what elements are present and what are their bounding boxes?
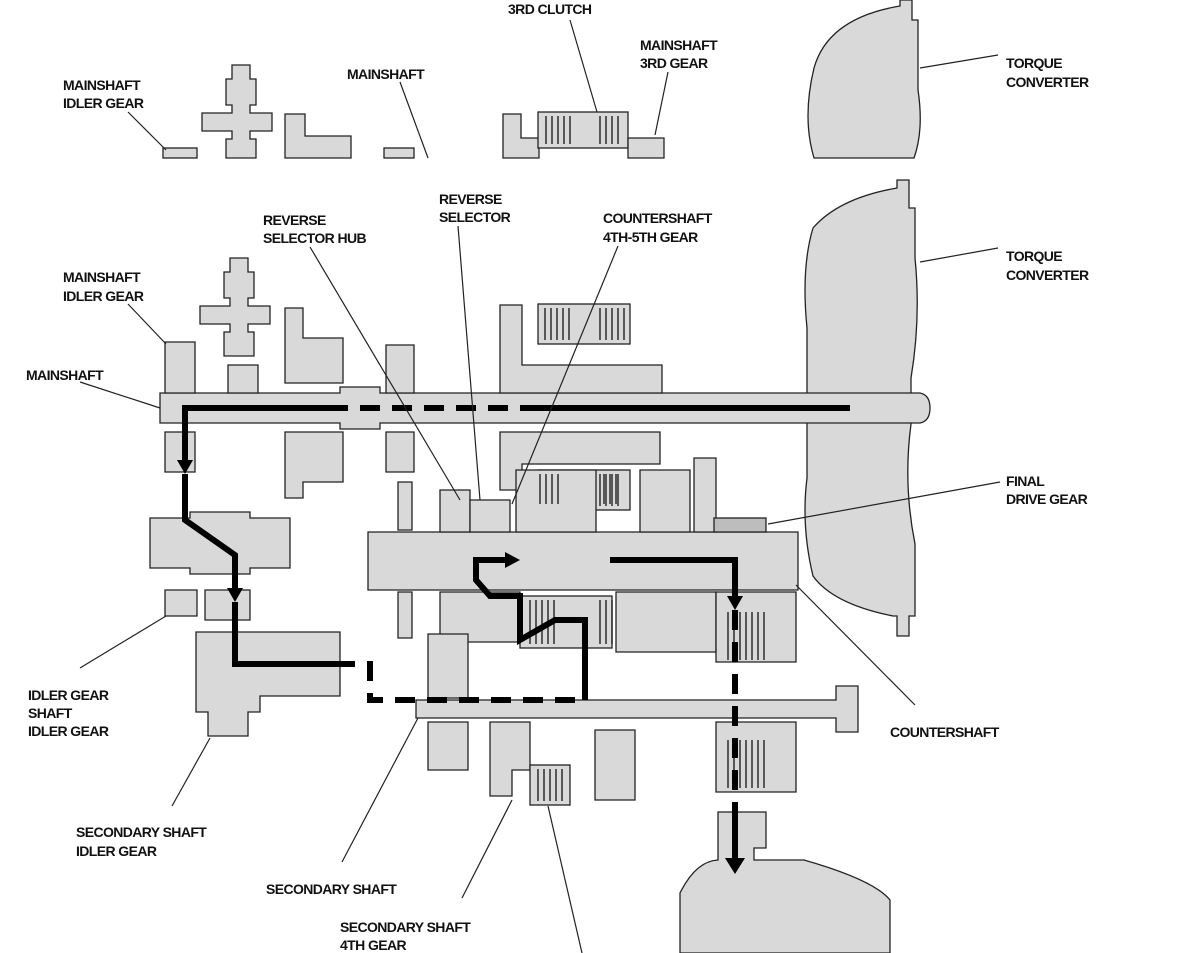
mainshaft-gear-2: [385, 344, 415, 394]
power-flow-path: [177, 405, 850, 874]
mainshaft-clutch-pack: [537, 303, 631, 345]
leader-lines: [79, 19, 1001, 953]
label-countershaft-4th5th-1: COUNTERSHAFT: [603, 210, 713, 226]
countershaft-gear-teeth: [539, 474, 617, 504]
label-mainshaft-idler-gear-2: IDLER GEAR: [63, 288, 144, 304]
mainshaft-gear-2-lower: [385, 431, 415, 473]
flow-arrow-1: [177, 460, 193, 474]
selector-fork: [199, 257, 271, 357]
top-mainshaft-stub: [383, 147, 415, 159]
label-final-drive-gear-1: FINAL: [1006, 473, 1045, 489]
flow-secondary-idler: [232, 602, 335, 667]
flow-to-idler: [182, 405, 330, 462]
label-idler-gear-shaft-3: IDLER GEAR: [28, 723, 109, 739]
callout-labels: 3RD CLUTCH MAINSHAFT 3RD GEAR MAINSHAFT …: [26, 1, 1090, 953]
flow-arrow-3: [505, 552, 520, 568]
flow-arrow-4: [727, 596, 743, 610]
label-mainshaft-3rd-gear-1: MAINSHAFT: [640, 37, 718, 53]
label-3rd-clutch: 3RD CLUTCH: [508, 1, 592, 17]
selector-sleeve: [227, 364, 259, 394]
final-drive-gear: [713, 517, 767, 533]
top-3rd-clutch: [537, 111, 629, 149]
mainshaft-clutch-hub-lower: [499, 431, 661, 491]
flow-countershaft: [610, 557, 738, 598]
mainshaft-gear-1-lower: [284, 431, 344, 499]
idler-gear-right: [204, 589, 251, 621]
countershaft-4th-5th-gear: [515, 469, 597, 533]
secondary-shaft-gear-2: [594, 729, 636, 801]
countershaft-gear-2: [639, 469, 691, 533]
secondary-shaft: [415, 685, 859, 733]
label-mainshaft-idler-gear-1: MAINSHAFT: [63, 269, 141, 285]
differential: [679, 811, 891, 953]
flow-reverse-gear: [473, 557, 588, 700]
secondary-shaft-gear-1-lower: [427, 721, 469, 771]
secondary-shaft-gear-1: [427, 633, 469, 699]
label-mainshaft: MAINSHAFT: [26, 367, 104, 383]
label-torque-converter-1: TORQUE: [1006, 248, 1062, 264]
label-reverse-selector-hub-2: SELECTOR HUB: [263, 230, 366, 246]
flow-secondary-shaft-dashed: [335, 661, 585, 703]
label-reverse-selector-2: SELECTOR: [439, 209, 511, 225]
label-mainshaft-3rd-gear-2: 3RD GEAR: [640, 55, 708, 71]
top-selector-fork: [201, 64, 273, 159]
label-idler-gear-shaft-1: IDLER GEAR: [28, 687, 109, 703]
label-mainshaft-idler-gear-top-1: MAINSHAFT: [63, 77, 141, 93]
top-mainshaft-gear: [284, 113, 352, 159]
top-3rd-gear: [627, 137, 665, 159]
top-torque-converter: [807, 0, 921, 159]
label-countershaft: COUNTERSHAFT: [890, 724, 1000, 740]
reverse-selector-hub: [439, 489, 471, 533]
mainshaft-clutch-hub: [499, 304, 663, 394]
top-partial-section: [162, 0, 921, 159]
secondary-shaft-idler-gear: [195, 631, 341, 737]
mainshaft-idler-gear: [164, 341, 196, 394]
countershaft-gear-left-lower: [397, 591, 413, 639]
label-reverse-selector-1: REVERSE: [439, 191, 502, 207]
secondary-shaft-4th-gear-hub: [489, 721, 531, 797]
label-mainshaft-idler-gear-top-2: IDLER GEAR: [63, 95, 144, 111]
label-mainshaft-top: MAINSHAFT: [347, 66, 425, 82]
idler-gear: [164, 589, 198, 617]
top-idler-gear-stub: [162, 147, 198, 159]
flow-idler-gear: [182, 474, 238, 590]
top-clutch-drum-left: [502, 113, 540, 159]
secondary-shaft-4th-gear-teeth: [537, 769, 563, 801]
countershaft-lower-gear-2: [615, 591, 717, 653]
flow-arrow-5: [725, 858, 745, 874]
label-secondary-shaft-idler-gear-2: IDLER GEAR: [76, 843, 157, 859]
countershaft-park-gear: [693, 457, 717, 533]
flow-arrow-2: [227, 588, 243, 602]
panel-separator: [0, 159, 1200, 177]
label-torque-converter-top-2: CONVERTER: [1006, 74, 1089, 90]
label-secondary-shaft: SECONDARY SHAFT: [266, 881, 397, 897]
mainshaft-gear-1: [284, 307, 344, 384]
label-secondary-shaft-4th-gear-1: SECONDARY SHAFT: [340, 919, 471, 935]
label-torque-converter-top-1: TORQUE: [1006, 55, 1062, 71]
label-secondary-shaft-idler-gear-1: SECONDARY SHAFT: [76, 824, 207, 840]
reverse-selector: [469, 499, 511, 533]
label-reverse-selector-hub-1: REVERSE: [263, 212, 326, 228]
mainshaft-idler-gear-lower: [164, 431, 196, 473]
label-final-drive-gear-2: DRIVE GEAR: [1006, 491, 1088, 507]
mainshaft-clutch-plates: [544, 308, 625, 340]
top-clutch-plates: [545, 116, 619, 144]
label-torque-converter-2: CONVERTER: [1006, 267, 1089, 283]
countershaft-gear-left: [397, 481, 413, 531]
label-idler-gear-shaft-2: SHAFT: [28, 705, 73, 721]
label-countershaft-4th5th-2: 4TH-5TH GEAR: [603, 229, 698, 245]
transmission-cross-section: [149, 179, 931, 953]
label-secondary-shaft-4th-gear-2: 4TH GEAR: [340, 937, 406, 953]
